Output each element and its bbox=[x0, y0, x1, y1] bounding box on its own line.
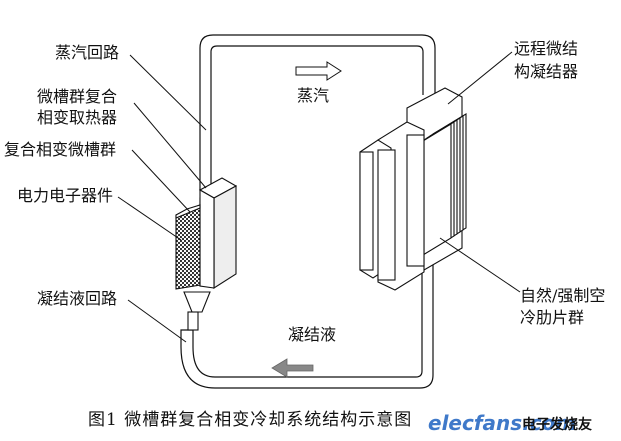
fin-group bbox=[417, 113, 467, 259]
label-heat-absorber-2: 相变取热器 bbox=[37, 108, 118, 127]
watermark-brand: 电子发烧友 bbox=[522, 417, 592, 433]
label-condensate-loop: 凝结液回路 bbox=[37, 289, 118, 308]
label-vapor: 蒸汽 bbox=[297, 86, 330, 105]
label-condensate: 凝结液 bbox=[288, 325, 337, 344]
label-vapor-loop: 蒸汽回路 bbox=[55, 43, 120, 62]
label-microgroove: 复合相变微槽群 bbox=[4, 140, 117, 159]
label-remote-condenser-1: 远程微结 bbox=[514, 39, 579, 58]
label-fins-2: 冷肋片群 bbox=[520, 308, 585, 327]
remote-condenser bbox=[359, 87, 467, 291]
vapor-arrow bbox=[295, 61, 342, 81]
leader-lines bbox=[117, 51, 521, 343]
label-remote-condenser-2: 构凝结器 bbox=[514, 62, 579, 81]
watermark-site: elecfans.com bbox=[428, 411, 577, 435]
heat-absorber bbox=[175, 177, 238, 331]
condensate-arrow bbox=[271, 358, 314, 378]
loop-pipe bbox=[180, 34, 436, 389]
label-heat-absorber-1: 微槽群复合 bbox=[37, 87, 118, 106]
label-electronics: 电力电子器件 bbox=[17, 186, 114, 205]
label-fins-1: 自然/强制空 bbox=[520, 286, 606, 305]
figure-caption: 图1 微槽群复合相变冷却系统结构示意图 bbox=[88, 410, 413, 430]
